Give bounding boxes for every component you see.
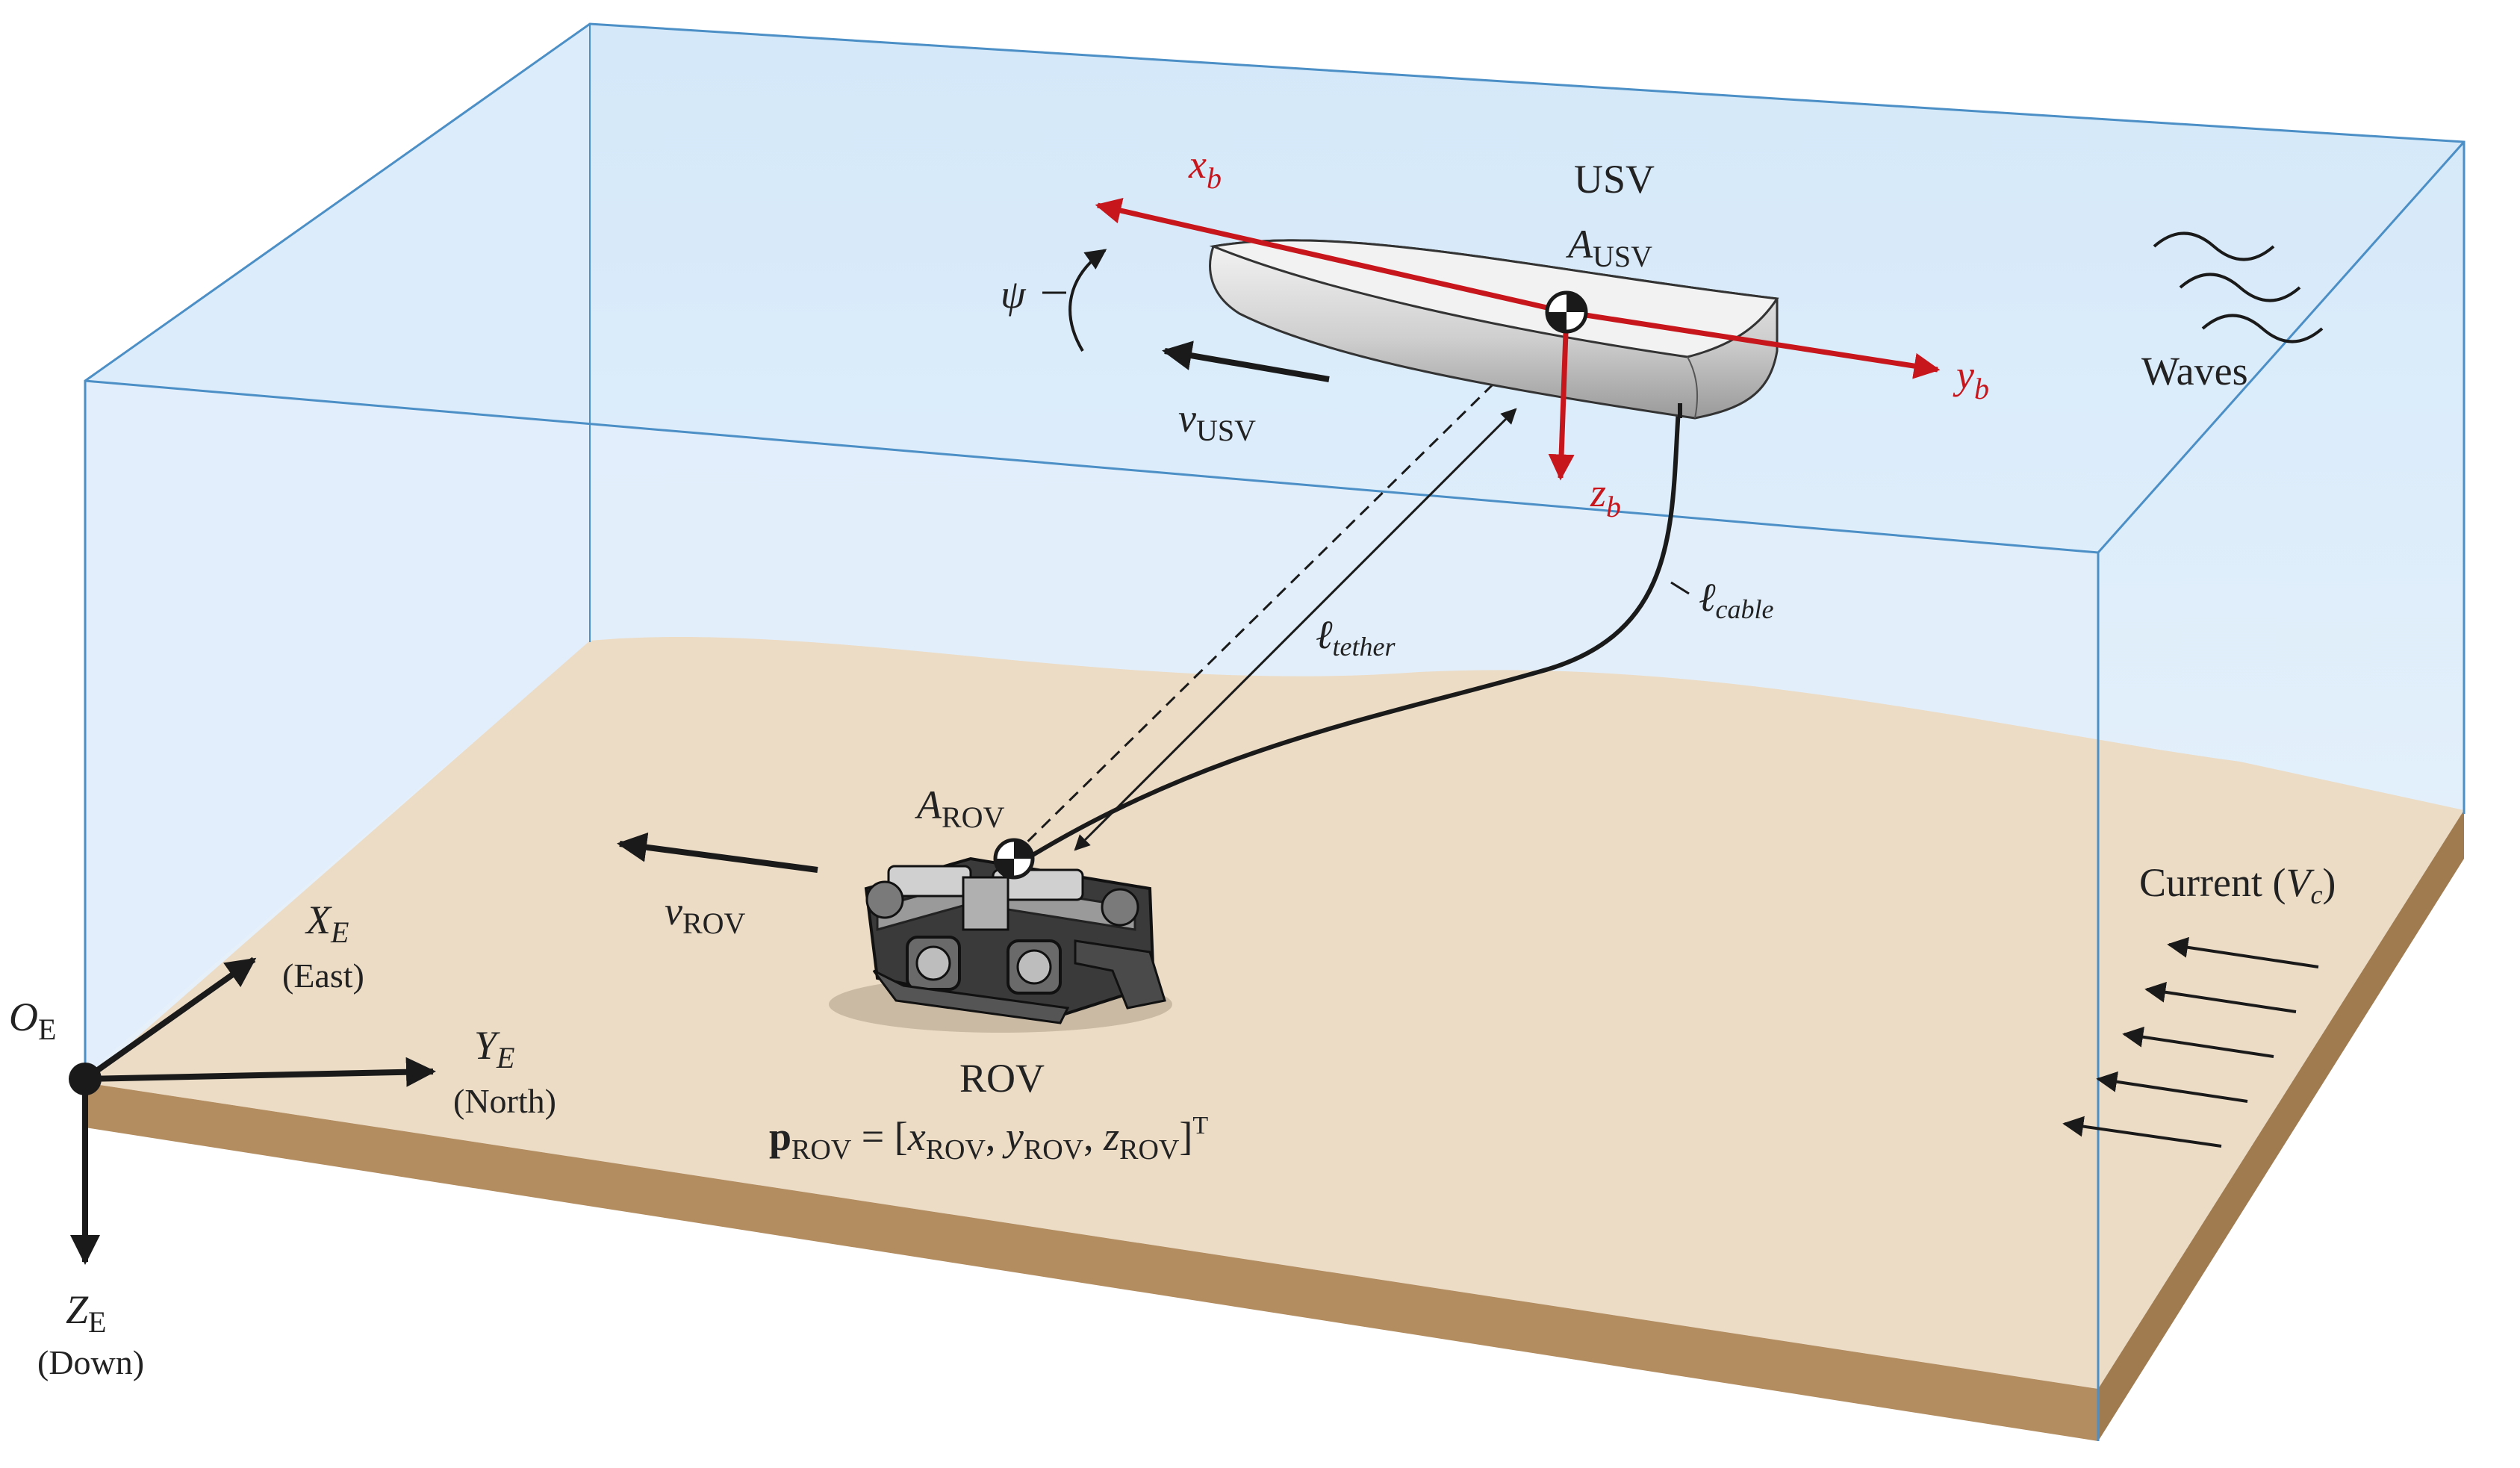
rov-position-label: pROV = [xROV, yROV, zROV]T: [769, 1112, 1208, 1166]
seabed-top: [85, 636, 2464, 1389]
earth-frame-axes: [70, 957, 436, 1265]
tether-label: ℓtether: [1316, 612, 1396, 662]
x-body-label: xb: [1188, 142, 1222, 195]
current-label: Current (Vc): [2139, 860, 2336, 909]
seabed: [85, 636, 2464, 1441]
usv-hull: [1209, 239, 1779, 420]
usv-velocity-label: vUSV: [1178, 396, 1256, 447]
seabed-front-side: [85, 1083, 2098, 1441]
x-body-axis: [1095, 197, 1567, 315]
x-earth-label: XE: [305, 898, 349, 949]
yaw-label: ψ: [1001, 272, 1027, 317]
z-earth-direction: (Down): [37, 1343, 144, 1381]
y-body-axis: [1566, 309, 1941, 379]
z-body-label: zb: [1590, 470, 1621, 523]
y-earth-axis: [84, 1057, 436, 1087]
current-arrow: [2144, 981, 2297, 1013]
usv-body-axes: [1095, 197, 1941, 481]
yaw-arrow: [1068, 249, 1107, 352]
z-body-axis: [1548, 311, 1575, 481]
usv-velocity-arrow: [1162, 340, 1330, 382]
tether-length-arrow: [1074, 408, 1517, 851]
earth-origin-marker: [69, 1063, 102, 1095]
rov-velocity-label: vROV: [665, 889, 746, 940]
x-earth-direction: (East): [282, 957, 364, 995]
rov-cg-marker: [993, 838, 1035, 880]
current-arrow: [2122, 1026, 2274, 1058]
current-arrow: [2096, 1071, 2248, 1103]
z-earth-label: ZE: [66, 1287, 106, 1339]
waves-label: Waves: [2141, 349, 2248, 394]
current-arrow: [2062, 1116, 2222, 1148]
x-earth-axis: [83, 957, 257, 1082]
cable-leader: [1670, 581, 1690, 595]
usv-anchor-label: AUSV: [1566, 222, 1652, 273]
current-arrow: [2167, 936, 2319, 968]
cable-line: [1025, 408, 1681, 861]
origin-label: OE: [9, 995, 56, 1046]
usv-cg-marker: [1545, 290, 1588, 334]
y-earth-label: YE: [474, 1023, 514, 1074]
rov-title: ROV: [959, 1056, 1045, 1101]
rov-anchor-label: AROV: [915, 783, 1005, 834]
waves-icon: [2153, 231, 2324, 343]
y-body-label: yb: [1953, 352, 1989, 405]
current-arrows: [2062, 936, 2319, 1148]
tether-line: [1012, 311, 1568, 856]
usv-title: USV: [1574, 157, 1655, 202]
seabed-right-side: [2098, 810, 2464, 1441]
rov-velocity-arrow: [617, 832, 818, 873]
y-earth-direction: (North): [453, 1082, 556, 1120]
cable-label: ℓcable: [1699, 575, 1773, 624]
rov-vehicle: [829, 856, 1172, 1033]
